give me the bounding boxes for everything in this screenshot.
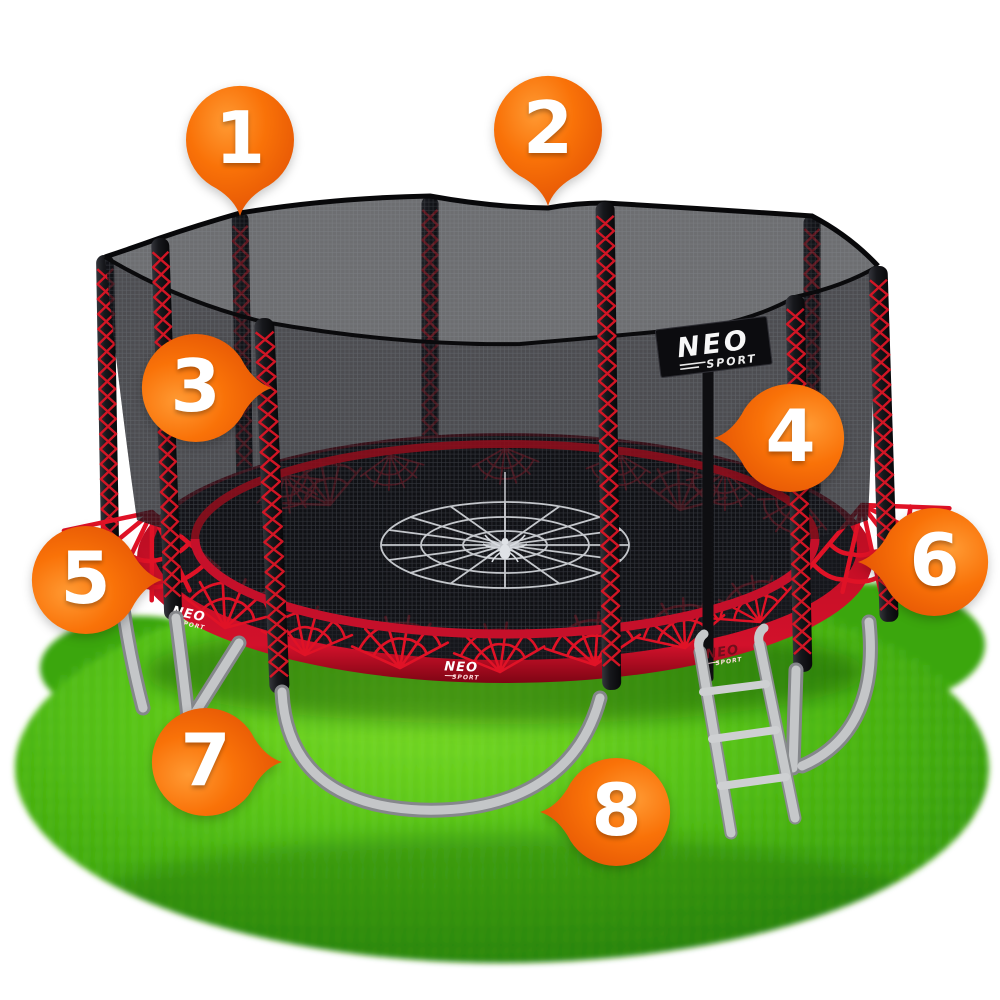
- callout-marker-7: 7: [144, 687, 294, 837]
- net-sign: NEO SPORT: [654, 316, 773, 378]
- pad-logo: NEO SPORT: [705, 642, 743, 667]
- callout-marker-8: 8: [528, 737, 678, 887]
- marker-number: 8: [591, 767, 642, 852]
- pad-logo-name: NEO: [444, 659, 478, 675]
- pad-inner-ring-front: [190, 538, 820, 639]
- marker-number: 1: [214, 95, 266, 180]
- marker-number: 4: [765, 393, 816, 478]
- ladder-rungs: [699, 680, 790, 790]
- callout-marker-2: 2: [473, 68, 623, 218]
- marker-number: 2: [522, 85, 574, 170]
- callout-marker-1: 1: [165, 78, 315, 228]
- pad-logo-sub: SPORT: [715, 656, 743, 667]
- pad-logo: NEO SPORT: [444, 659, 480, 681]
- marker-number: 6: [909, 517, 960, 602]
- net-top-rope-back: [104, 193, 880, 268]
- callout-marker-3: 3: [134, 313, 284, 463]
- pad-inner-ring-back: [191, 440, 819, 540]
- callout-marker-5: 5: [24, 505, 174, 655]
- spider-graphic: [482, 534, 528, 563]
- pad-logo-sub: SPORT: [452, 674, 479, 682]
- marker-number: 5: [60, 535, 111, 620]
- marker-number: 7: [180, 717, 231, 802]
- sign-brand-sub: SPORT: [706, 352, 758, 371]
- sign-post: [702, 350, 714, 682]
- pad-logo-name: NEO: [705, 642, 741, 662]
- marker-number: 3: [170, 343, 221, 428]
- callout-marker-6: 6: [846, 487, 996, 637]
- ladder: [693, 623, 802, 840]
- callout-marker-4: 4: [702, 363, 852, 513]
